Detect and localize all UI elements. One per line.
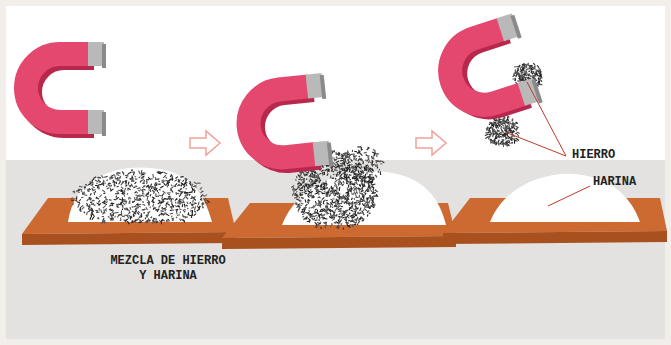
leader-line <box>548 186 590 206</box>
label: HARINA <box>593 175 663 190</box>
flour-pile <box>282 171 446 225</box>
step-arrow <box>190 131 220 155</box>
magnet <box>26 42 106 136</box>
leader-line <box>505 132 566 156</box>
leader-line <box>527 82 566 156</box>
background-top <box>6 6 665 339</box>
mixture-pile <box>68 168 212 222</box>
label: HIERRO <box>572 148 652 163</box>
magnet <box>438 13 543 127</box>
label: MEZCLA DE HIERRO Y HARINA <box>108 254 228 284</box>
step-arrow <box>416 131 446 155</box>
background-floor <box>6 160 665 339</box>
magnet <box>244 73 333 175</box>
